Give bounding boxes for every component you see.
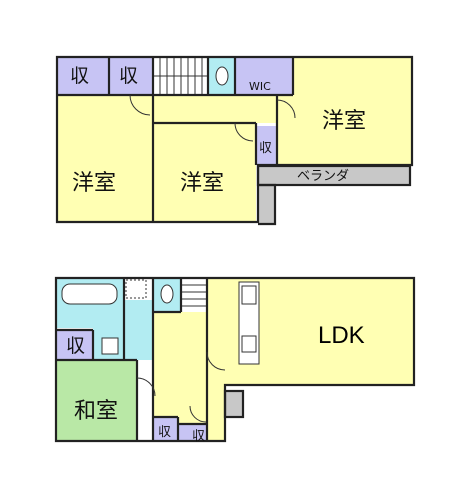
storage-2-label: 収 bbox=[119, 65, 138, 87]
ldk-area bbox=[207, 278, 414, 385]
closet-small-area bbox=[256, 126, 277, 165]
door-swing-icon bbox=[129, 94, 151, 116]
veranda-outline bbox=[256, 164, 412, 187]
ldk-label: LDK bbox=[318, 322, 365, 349]
upper-toilet-icon bbox=[215, 66, 229, 86]
bedroom-center-area bbox=[153, 123, 256, 222]
upper-stair-treads bbox=[153, 57, 208, 95]
washer-icon bbox=[125, 279, 147, 299]
stove-icon bbox=[241, 285, 257, 305]
bedroom-west-label: 洋室 bbox=[72, 171, 116, 196]
bathtub-icon bbox=[61, 283, 118, 305]
door-swing-icon bbox=[234, 122, 254, 142]
veranda-area bbox=[258, 166, 410, 224]
door-swing-icon bbox=[206, 351, 226, 371]
bedroom-east-area bbox=[277, 57, 412, 165]
sink-icon bbox=[101, 337, 119, 355]
wic-label: WIC bbox=[249, 80, 271, 93]
closet-small-label: 収 bbox=[259, 141, 272, 156]
storage-west-area bbox=[56, 330, 93, 360]
storage-hall-2-area bbox=[178, 424, 208, 441]
lower-outer-wall bbox=[54, 276, 416, 443]
tatami-room-area bbox=[56, 360, 137, 441]
storage-2-area bbox=[110, 57, 153, 95]
kitchen-sink-icon bbox=[241, 335, 257, 353]
veranda-label: ベランダ bbox=[297, 169, 349, 184]
genkan-area bbox=[225, 391, 243, 417]
lower-floor: LDK 収 和室 収 収 bbox=[54, 276, 416, 444]
storage-hall-2-label: 収 bbox=[192, 429, 205, 444]
washroom-area-2 bbox=[124, 300, 154, 360]
upper-floor: 収 収 WIC 洋室 洋室 洋室 収 ベランダ bbox=[55, 55, 414, 226]
lower-stair bbox=[181, 278, 207, 312]
door-swing-icon bbox=[136, 377, 156, 397]
wic-area bbox=[235, 57, 293, 95]
storage-hall-1-area bbox=[153, 417, 178, 441]
entry-area bbox=[207, 385, 225, 440]
lower-toilet-icon bbox=[160, 284, 174, 304]
door-swing-icon bbox=[189, 405, 207, 423]
bedroom-east-label: 洋室 bbox=[322, 109, 366, 134]
tatami-room-label: 和室 bbox=[74, 399, 118, 424]
door-swing-icon bbox=[276, 99, 296, 119]
upper-hallway bbox=[110, 95, 296, 123]
bedroom-center-label: 洋室 bbox=[180, 171, 224, 196]
storage-1-label: 収 bbox=[70, 65, 89, 87]
storage-west-label: 収 bbox=[66, 335, 85, 357]
storage-1-area bbox=[57, 57, 109, 95]
storage-hall-1-label: 収 bbox=[158, 425, 171, 440]
